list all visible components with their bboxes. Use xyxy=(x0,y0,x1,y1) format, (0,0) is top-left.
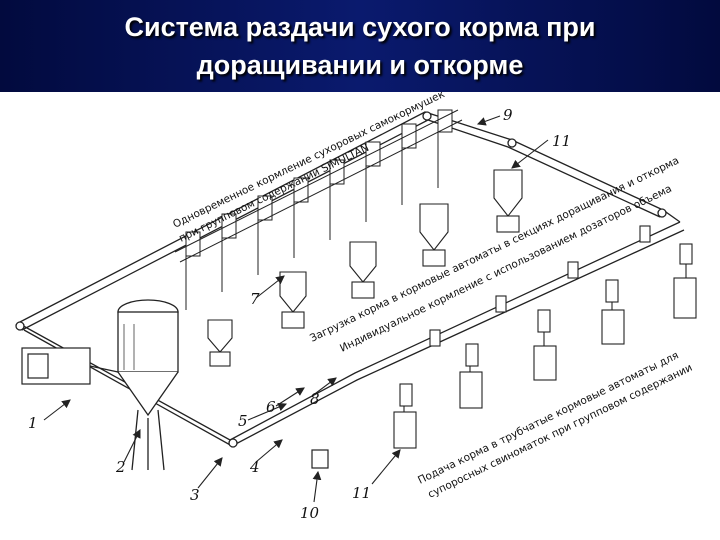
title-line-1: Система раздачи сухого корма при xyxy=(124,12,596,42)
title-line-2: доращивании и откорме xyxy=(196,50,524,80)
label-10: 10 xyxy=(300,504,320,522)
label-7: 7 xyxy=(250,290,260,308)
upper-feeder-row xyxy=(174,109,463,310)
control-box xyxy=(311,449,329,469)
caption-top2: при групповом содержании SIMULTAN xyxy=(177,142,371,245)
drive-unit xyxy=(21,347,119,385)
label-4: 4 xyxy=(249,458,260,476)
label-9: 9 xyxy=(503,106,513,124)
storage-silo xyxy=(117,299,179,471)
label-3: 3 xyxy=(190,486,200,504)
label-5: 5 xyxy=(238,412,248,430)
leader-lines xyxy=(43,115,549,503)
title-bar: Система раздачи сухого корма при доращив… xyxy=(0,0,720,92)
caption-top: Одновременное кормление сухоровых самоко… xyxy=(171,92,447,231)
middle-hoppers xyxy=(207,169,523,367)
lower-tube-feeders xyxy=(393,225,697,449)
label-1: 1 xyxy=(28,414,38,432)
label-11-top: 11 xyxy=(552,132,571,150)
label-6: 6 xyxy=(266,398,276,416)
label-2: 2 xyxy=(115,458,126,476)
label-11-bottom: 11 xyxy=(352,484,371,502)
diagram-svg: Одновременное кормление сухоровых самоко… xyxy=(15,92,697,522)
feed-system-diagram: Одновременное кормление сухоровых самоко… xyxy=(0,92,720,540)
label-8: 8 xyxy=(310,390,320,408)
